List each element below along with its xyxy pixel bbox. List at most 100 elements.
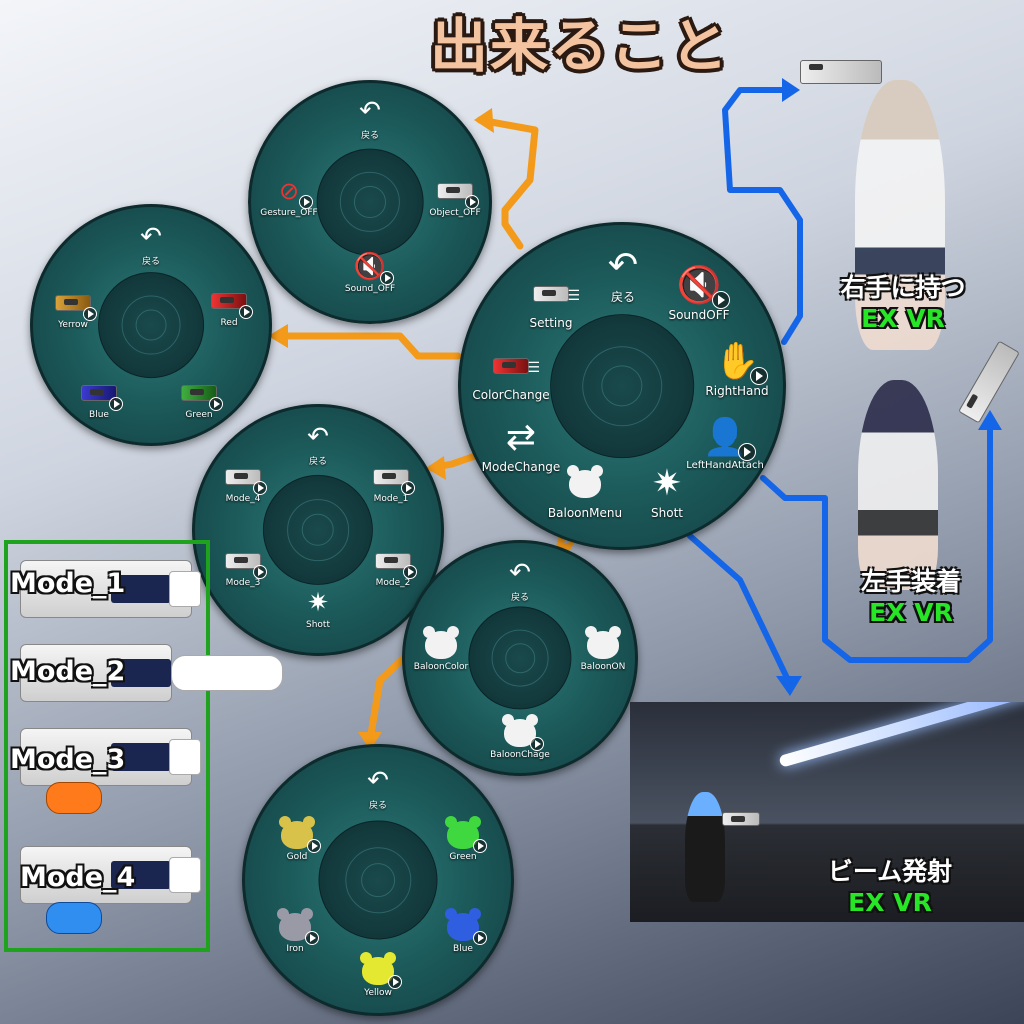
- play-icon: [380, 271, 394, 285]
- play-icon: [401, 481, 415, 495]
- main-back-button[interactable]: ↶ 戻る: [573, 245, 673, 305]
- shot-blast-icon: ✷: [651, 463, 683, 504]
- bear-face-icon: [358, 952, 402, 989]
- gesture-off-button[interactable]: ⊘ Gesture_OFF: [260, 175, 318, 218]
- baloon-on-button[interactable]: BaloonON: [553, 626, 653, 672]
- sound-off-button[interactable]: 🔇 Sound_OFF: [344, 252, 396, 294]
- beam-scene: [630, 702, 1024, 922]
- blue-button[interactable]: Blue: [49, 377, 149, 420]
- mode-2-gun: [20, 644, 283, 702]
- arrow-to-baloon-menu: [556, 534, 566, 549]
- back-arrow-icon: ↶: [359, 96, 381, 126]
- play-icon: [307, 839, 321, 853]
- mode-1-label: Mode_1: [10, 568, 126, 599]
- gun-list-icon: ☰: [524, 273, 580, 315]
- mode-change-button[interactable]: ⇄ ModeChange: [481, 417, 561, 474]
- gun-icon: [371, 461, 415, 495]
- main-wheel: ↶ 戻る ☰ Setting 🔇 SoundOFF ✋ RightHand ☰ …: [458, 222, 786, 550]
- mode-4-button[interactable]: Mode_4: [193, 461, 293, 504]
- play-icon: [299, 195, 313, 209]
- mode-1-gun: [20, 560, 201, 618]
- play-icon: [473, 839, 487, 853]
- mode-2-label: Mode_2: [10, 656, 126, 687]
- baloon-yellow-button[interactable]: Yellow: [328, 952, 428, 998]
- left-hand-caption: 左手装着 EX VR: [860, 567, 961, 627]
- color-back-button[interactable]: ↶ 戻る: [101, 221, 201, 267]
- play-icon: [465, 195, 479, 209]
- green-button[interactable]: Green: [149, 377, 249, 420]
- color-gun-icon: ☰: [484, 345, 540, 387]
- object-off-button[interactable]: Object_OFF: [405, 175, 505, 218]
- play-icon: [530, 737, 544, 751]
- sound-off-main-button[interactable]: 🔇 SoundOFF: [668, 265, 730, 322]
- beam-avatar: [685, 792, 725, 902]
- yerrow-button[interactable]: Yerrow: [23, 287, 123, 330]
- color-wheel: ↶ 戻る Yerrow Red Blue Green: [30, 204, 272, 446]
- list-icon: ☰: [567, 288, 580, 304]
- mode-panel: [4, 540, 210, 952]
- red-button[interactable]: Red: [179, 285, 279, 328]
- back-arrow-icon: ↶: [307, 422, 329, 452]
- speaker-mute-icon: 🔇: [672, 265, 730, 309]
- gun-icon: [373, 545, 417, 579]
- play-icon: [473, 931, 487, 945]
- setting-back-button[interactable]: ↶ 戻る: [320, 95, 420, 141]
- beam-gun: [722, 812, 760, 826]
- arrow-to-setting-menu: [476, 116, 539, 250]
- back-arrow-icon: ↶: [367, 766, 389, 796]
- left-hand-attach-button[interactable]: 👤 LeftHandAttach: [686, 417, 764, 471]
- baloon-color-button[interactable]: BaloonColor: [391, 626, 491, 672]
- baloon-blue-button[interactable]: Blue: [413, 908, 513, 954]
- mode-shott-button[interactable]: ✷ Shott: [268, 587, 368, 630]
- play-icon: [83, 307, 97, 321]
- mode-2-button[interactable]: Mode_2: [343, 545, 443, 588]
- right-hand-gun: [800, 60, 882, 84]
- left-hand-avatar: [858, 380, 938, 590]
- arrow-to-left-hand: [760, 417, 993, 663]
- baloon-green-button[interactable]: Green: [413, 816, 513, 862]
- right-hand-button[interactable]: ✋ RightHand: [705, 341, 769, 398]
- red-gun-icon: [209, 285, 253, 319]
- shot-blast-icon: ✷: [307, 588, 329, 618]
- baloon-back-button[interactable]: ↶ 戻る: [470, 557, 570, 603]
- baloon-color-back-button[interactable]: ↶ 戻る: [328, 765, 428, 811]
- back-arrow-icon: ↶: [607, 245, 639, 286]
- arrow-to-beam: [687, 533, 791, 683]
- setting-button[interactable]: ☰ Setting: [501, 273, 601, 330]
- list-icon: ☰: [527, 360, 540, 376]
- mode-3-gun: [20, 728, 201, 786]
- no-gesture-icon: ⊘: [269, 175, 313, 209]
- shott-button[interactable]: ✷ Shott: [617, 463, 717, 520]
- gun-icon: [435, 175, 479, 209]
- mode-back-button[interactable]: ↶ 戻る: [268, 421, 368, 467]
- arrow-to-baloon-color-menu: [366, 654, 408, 744]
- gun-icon: [223, 461, 267, 495]
- blue-gun-icon: [79, 377, 123, 411]
- play-icon: [403, 565, 417, 579]
- back-arrow-icon: ↶: [140, 222, 162, 252]
- baloon-menu-button[interactable]: BaloonMenu: [535, 463, 635, 520]
- bear-face-icon: [558, 463, 612, 505]
- play-icon: [239, 305, 253, 319]
- color-change-button[interactable]: ☰ ColorChange: [461, 345, 561, 402]
- mode-3-label: Mode_3: [10, 744, 126, 775]
- right-hand-caption: 右手に持つ EX VR: [840, 273, 966, 333]
- yellow-gun-icon: [53, 287, 97, 321]
- baloon-wheel: ↶ 戻る BaloonColor BaloonON BaloonChage: [402, 540, 638, 776]
- right-hand-icon: ✋: [710, 341, 768, 385]
- back-arrow-icon: ↶: [509, 558, 531, 588]
- beam-caption: ビーム発射 EX VR: [827, 857, 953, 917]
- arrow-to-color-menu: [274, 332, 462, 360]
- right-hand-avatar: [855, 80, 945, 350]
- mode-swap-icon: ⇄: [505, 417, 537, 458]
- gun-icon: [223, 545, 267, 579]
- mode-1-button[interactable]: Mode_1: [341, 461, 441, 504]
- bear-face-icon: [275, 908, 319, 945]
- baloon-chage-button[interactable]: BaloonChage: [470, 714, 570, 760]
- gold-button[interactable]: Gold: [247, 816, 347, 862]
- iron-button[interactable]: Iron: [245, 908, 345, 954]
- play-icon: [750, 367, 768, 385]
- mode-wheel: ↶ 戻る Mode_4 Mode_1 Mode_3 Mode_2 ✷ Shott: [192, 404, 444, 656]
- bear-face-icon: [421, 626, 461, 661]
- mode-3-button[interactable]: Mode_3: [193, 545, 293, 588]
